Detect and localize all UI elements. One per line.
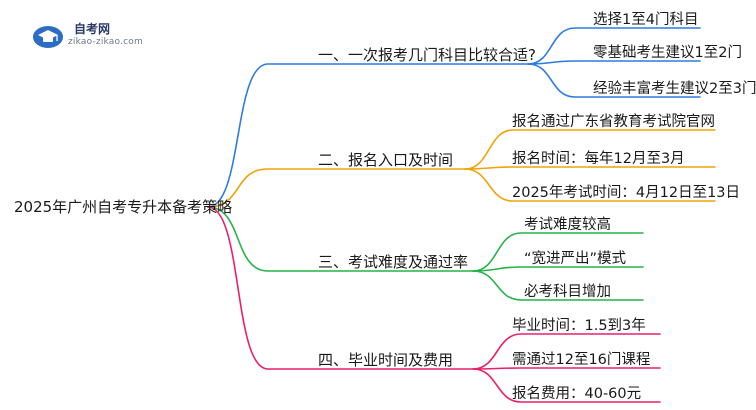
brand-domain: zikao-zikao.com (68, 37, 143, 47)
leaf-label: 必考科目增加 (524, 284, 611, 300)
branch-connector (207, 206, 474, 272)
branch-label: 一、一次报考几门科目比较合适? (318, 46, 536, 64)
leaf-connector (472, 368, 661, 403)
leaf-connector (472, 270, 644, 301)
brand-name: 自考网 (74, 22, 111, 36)
leaf-label: 报名费用：40-60元 (512, 386, 642, 402)
branch-connector (207, 206, 474, 370)
leaf-connector (472, 333, 661, 370)
leaf-label: 考试难度较高 (524, 217, 611, 233)
branch-label: 四、毕业时间及费用 (318, 351, 454, 369)
leaf-label: 报名时间：每年12月至3月 (512, 151, 685, 167)
leaf-label: “宽进严出”模式 (524, 251, 627, 267)
leaf-connector (472, 367, 661, 370)
leaf-connector (527, 27, 701, 65)
brand-logo: 自考网 zikao-zikao.com (30, 20, 170, 50)
leaf-label: 报名通过广东省教育考试院官网 (512, 114, 715, 130)
leaf-label: 选择1至4门科目 (593, 12, 699, 28)
branch-connector (207, 168, 466, 208)
leaf-connector (464, 166, 716, 170)
branch-label: 二、报名入口及时间 (318, 151, 454, 169)
leaf-label: 需通过12至16门课程 (512, 352, 651, 368)
branch-label: 三、考试难度及通过率 (318, 253, 469, 271)
leaf-connector (472, 232, 644, 272)
leaf-connector (527, 63, 701, 98)
graduation-cap-icon (33, 26, 63, 48)
root-node-label: 2025年广州自考专升本备考策略 (14, 198, 233, 216)
branch-connector (207, 63, 529, 208)
leaf-label: 2025年考试时间：4月12日至13日 (512, 185, 741, 201)
leaf-connector (472, 266, 644, 272)
leaf-connector (464, 129, 716, 170)
leaf-connector (527, 60, 701, 65)
leaf-label: 经验丰富考生建议2至3门 (593, 81, 756, 97)
leaf-label: 零基础考生建议1至2门 (593, 45, 742, 61)
leaf-label: 毕业时间：1.5到3年 (512, 318, 646, 334)
leaf-connector (464, 168, 716, 202)
